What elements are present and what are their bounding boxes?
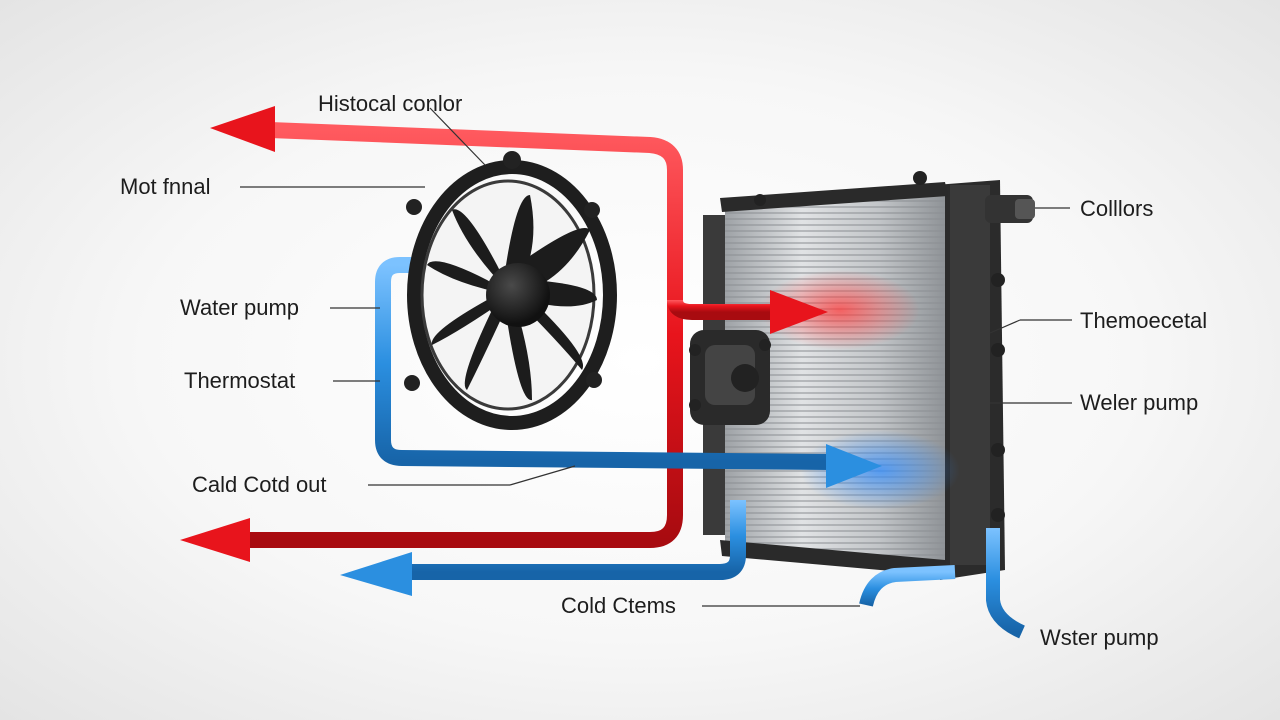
- label-cold-out: Cald Cotd out: [192, 472, 327, 497]
- label-water-pump-right: Weler pump: [1080, 390, 1199, 415]
- cooling-fan-icon: [404, 151, 617, 430]
- label-collors: Colllors: [1080, 196, 1154, 221]
- leader-lines: [240, 107, 1072, 607]
- water-pump-icon: [689, 330, 771, 425]
- radiator-icon: [703, 171, 1035, 580]
- hot-arrow-bottom: [180, 518, 250, 562]
- label-mot-final: Mot fnnal: [120, 174, 211, 199]
- cold-arrow-bottom: [340, 552, 412, 596]
- label-water-pump-bottom: Wster pump: [1040, 625, 1159, 650]
- hot-arrow-radiator: [770, 290, 828, 334]
- hot-coolant-pipes: [180, 106, 828, 562]
- label-water-pump-left: Water pump: [180, 295, 300, 320]
- label-thermostat-right: Themoecetal: [1080, 308, 1208, 333]
- label-historical-color: Histocal conlor: [318, 91, 463, 116]
- cold-arrow-radiator: [826, 444, 882, 488]
- label-thermostat-left: Thermostat: [184, 368, 296, 393]
- cold-coolant-pipes: [340, 257, 1026, 639]
- label-cold-stems: Cold Ctems: [561, 593, 676, 618]
- hot-arrow-top: [210, 106, 275, 152]
